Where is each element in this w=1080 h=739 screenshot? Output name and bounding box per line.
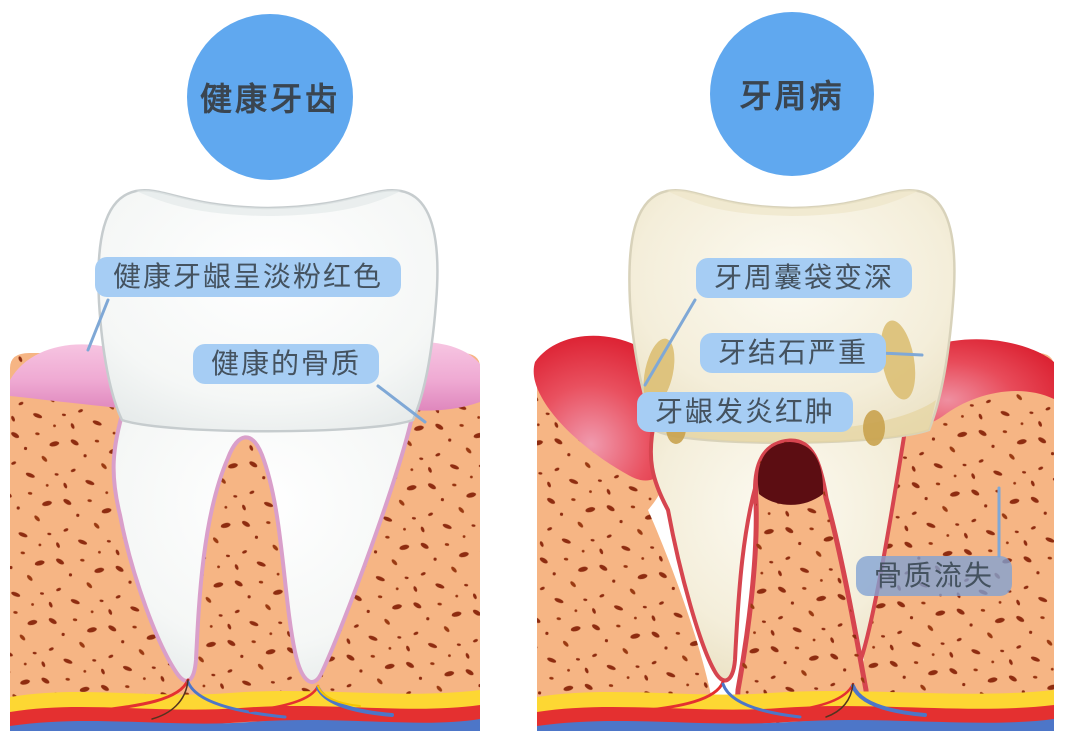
healthy-tooth-illustration [10, 189, 480, 731]
healthy-tooth-crown [97, 189, 439, 433]
leader-line-healthy-gum [86, 298, 110, 352]
healthy-panel-badge-label: 健康牙齿 [199, 80, 340, 118]
healthy-panel-badge: 健康牙齿 [187, 14, 353, 180]
diseased-tooth-illustration [533, 189, 1054, 731]
callout-pocket-depth: 牙周囊袋变深 [696, 258, 913, 298]
leader-line-tartar [878, 351, 924, 357]
healthy-tooth-roots [111, 406, 416, 684]
callout-healthy-gum: 健康牙龈呈淡粉红色 [95, 257, 402, 297]
diseased-panel-badge-label: 牙周病 [739, 77, 845, 115]
leader-line-healthy-bone [376, 384, 427, 424]
deep-pocket-shape [757, 442, 824, 505]
callout-healthy-bone: 健康的骨质 [193, 344, 380, 384]
leader-lines [86, 298, 1001, 558]
leader-line-pocket [643, 298, 697, 387]
callout-inflamed-gum: 牙龈发炎红肿 [637, 392, 854, 432]
diseased-panel-badge: 牙周病 [710, 12, 874, 176]
callout-tartar: 牙结石严重 [700, 333, 887, 373]
callout-bone-loss: 骨质流失 [856, 556, 1013, 596]
